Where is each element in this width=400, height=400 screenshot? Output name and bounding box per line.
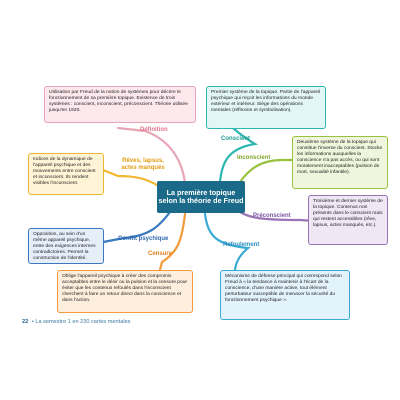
definition-box: Utilisation par Freud de la notion de sy… [44,86,196,123]
central-topic: La première topique selon la théorie de … [157,181,245,213]
refoulement-label: Refoulement [223,242,260,248]
connector-refoulement [203,212,251,280]
refoulement-text: Mécanisme de défense principal qui corre… [225,274,342,304]
preconscient-box: Troisième et dernier système de la topiq… [308,195,388,245]
reves-box: Indices de la dynamique de l'appareil ps… [28,153,104,195]
censure-text: Oblige l'appareil psychique à créer des … [62,274,188,304]
conscient-label: Conscient [221,136,251,142]
footer-separator: • [31,319,34,325]
connector-conflit [96,210,172,245]
connector-censure [158,212,187,272]
conflit-label: Conflit psychique [118,236,169,242]
definition-label: Définition [140,127,168,133]
censure-box: Oblige l'appareil psychique à créer des … [57,270,193,313]
reves-label: Rêves, lapsus, actes manqués [118,158,168,172]
connector-preconscient [238,210,332,224]
conscient-text: Premier système de la topique. Partie de… [211,90,321,114]
conflit-text: Opposition, au sein d'un même appareil p… [33,232,96,262]
connector-definition [116,126,187,185]
inconscient-box: Deuxième système de la topique qui const… [292,136,388,189]
page-footer: 22 • La semestre 1 en 230 cartes mentale… [22,319,130,325]
conscient-box: Premier système de la topique. Partie de… [206,86,326,129]
inconscient-text: Deuxième système de la topique qui const… [297,140,383,176]
reves-label-text: Rêves, lapsus, actes manqués [121,158,165,171]
refoulement-box: Mécanisme de défense principal qui corre… [220,270,350,320]
reves-text: Indices de la dynamique de l'appareil ps… [33,157,96,187]
definition-text: Utilisation par Freud de la notion de sy… [49,90,188,114]
conflit-box: Opposition, au sein d'un même appareil p… [28,228,104,264]
inconscient-label: Inconscient [237,155,271,161]
censure-label: Censure [148,251,173,257]
preconscient-label: Préconscient [253,213,291,219]
connector-inconscient [238,158,294,184]
preconscient-text: Troisième et dernier système de la topiq… [313,199,383,229]
footer-text: La semestre 1 en 230 cartes mentales [35,319,131,325]
central-topic-title: La première topique selon la théorie de … [158,187,244,205]
page-number: 22 [22,319,29,325]
